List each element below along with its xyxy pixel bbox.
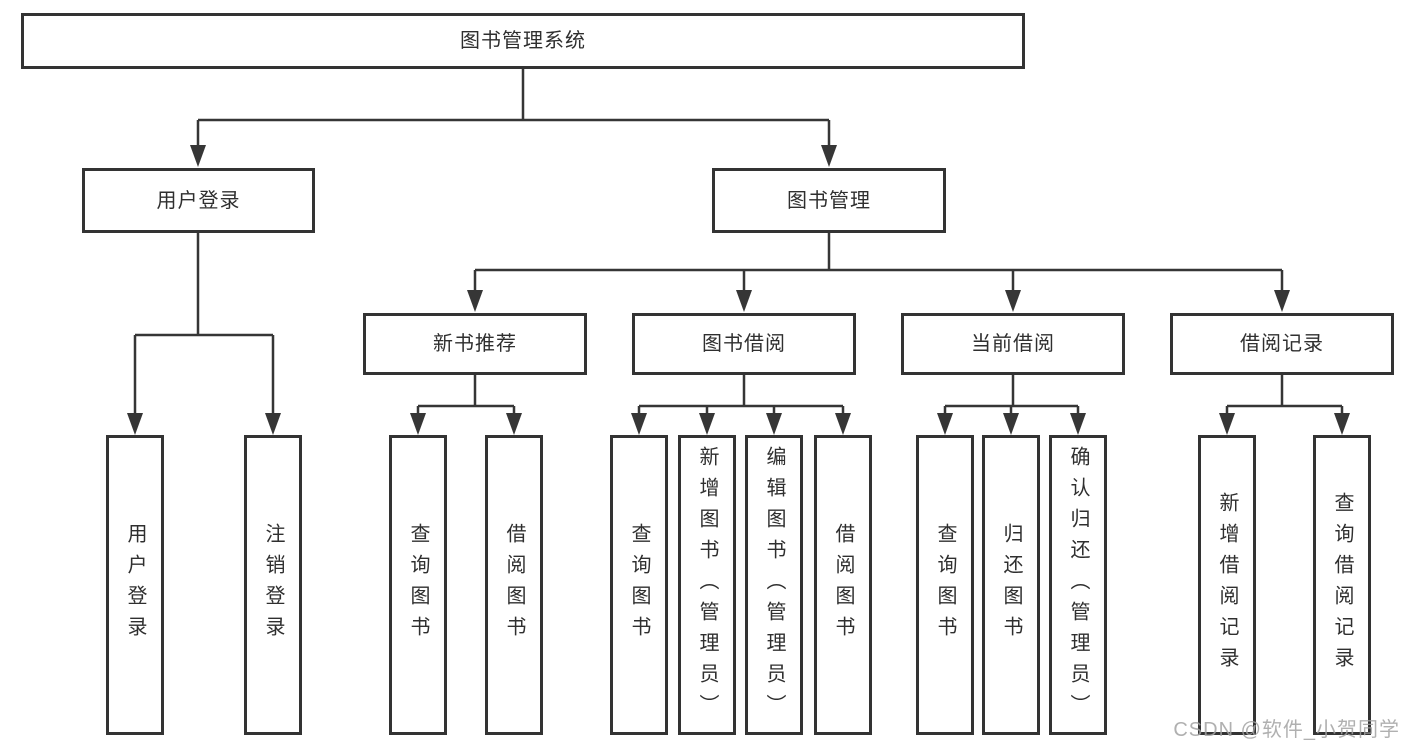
node-book-borrowing: 图书借阅	[632, 313, 856, 375]
leaf-borrow-books: 借阅图书	[814, 435, 872, 735]
csdn-watermark: CSDN @软件_小贺同学	[1173, 719, 1400, 741]
leaf-borrow-books-recommend: 借阅图书	[485, 435, 543, 735]
leaf-label: 查询图书	[628, 523, 650, 647]
leaf-label: 新增借阅记录	[1216, 492, 1238, 678]
leaf-query-books-current: 查询图书	[916, 435, 974, 735]
node-new-book-recommend: 新书推荐	[363, 313, 587, 375]
node-library-management-system: 图书管理系统	[21, 13, 1025, 69]
leaf-label: 归还图书	[1000, 523, 1022, 647]
leaf-label: 借阅图书	[503, 523, 525, 647]
node-user-login: 用户登录	[82, 168, 315, 233]
leaf-edit-books-admin: 编辑图书（管理员）	[745, 435, 803, 735]
leaf-logout: 注销登录	[244, 435, 302, 735]
leaf-add-books-admin: 新增图书（管理员）	[678, 435, 736, 735]
node-borrowing-records: 借阅记录	[1170, 313, 1394, 375]
leaf-label: 借阅图书	[832, 523, 854, 647]
leaf-return-books: 归还图书	[982, 435, 1040, 735]
leaf-query-books-recommend: 查询图书	[389, 435, 447, 735]
node-current-borrowing: 当前借阅	[901, 313, 1125, 375]
leaf-label: 编辑图书（管理员）	[763, 445, 785, 725]
leaf-query-borrow-record: 查询借阅记录	[1313, 435, 1371, 735]
leaf-query-books-borrowing: 查询图书	[610, 435, 668, 735]
leaf-label: 确认归还（管理员）	[1067, 445, 1089, 725]
leaf-label: 查询图书	[407, 523, 429, 647]
node-book-management: 图书管理	[712, 168, 946, 233]
leaf-user-login: 用户登录	[106, 435, 164, 735]
leaf-label: 查询图书	[934, 523, 956, 647]
leaf-add-borrow-record: 新增借阅记录	[1198, 435, 1256, 735]
leaf-label: 用户登录	[124, 523, 146, 647]
leaf-confirm-return-admin: 确认归还（管理员）	[1049, 435, 1107, 735]
leaf-label: 注销登录	[262, 523, 284, 647]
leaf-label: 新增图书（管理员）	[696, 445, 718, 725]
leaf-label: 查询借阅记录	[1331, 492, 1353, 678]
